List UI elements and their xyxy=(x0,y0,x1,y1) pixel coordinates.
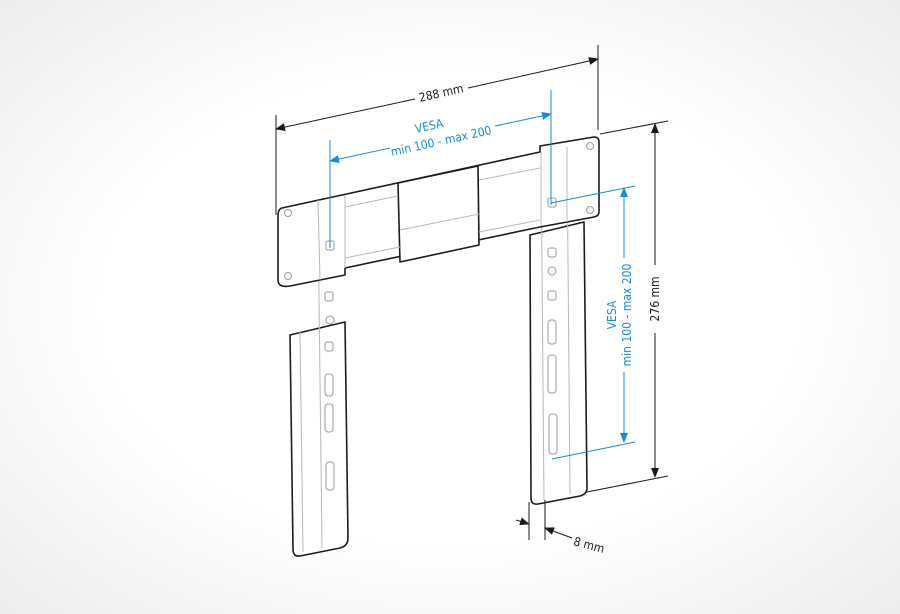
vesa-horizontal-title: VESA xyxy=(414,116,446,136)
width-label: 288 mm xyxy=(418,81,465,104)
vesa-vertical-dimension: VESA min 100 - max 200 xyxy=(550,185,636,460)
height-label: 276 mm xyxy=(648,276,662,321)
vesa-vertical-range: min 100 - max 200 xyxy=(620,264,634,367)
right-upright xyxy=(529,144,588,505)
height-dimension: 276 mm xyxy=(586,120,669,493)
crossbar xyxy=(277,136,600,288)
depth-label: 8 mm xyxy=(572,534,606,556)
vesa-vertical-title: VESA xyxy=(605,300,619,329)
depth-dimension: 8 mm xyxy=(515,500,606,556)
